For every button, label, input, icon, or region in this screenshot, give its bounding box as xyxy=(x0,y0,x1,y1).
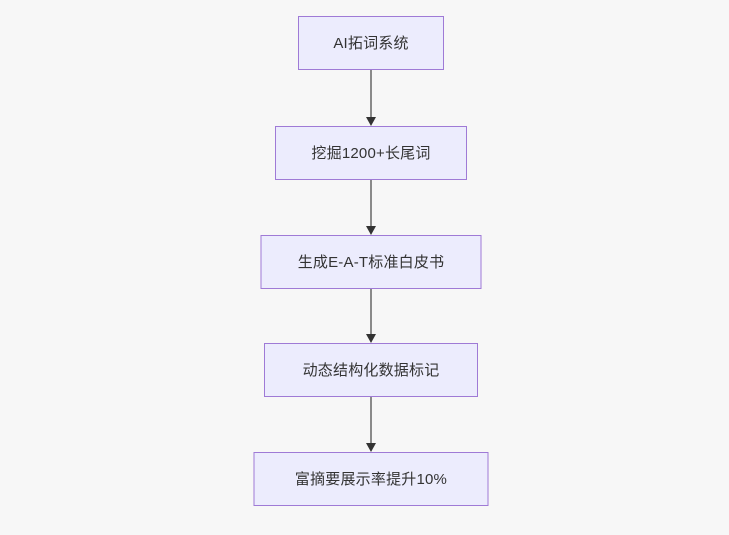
flow-connector-3 xyxy=(364,289,378,343)
connector-line xyxy=(370,70,372,118)
flow-node-ai-keyword-system[interactable]: AI拓词系统 xyxy=(298,16,444,70)
connector-line xyxy=(370,397,372,444)
flow-node-label: 富摘要展示率提升10% xyxy=(294,470,448,488)
connector-line xyxy=(370,180,372,227)
connector-line xyxy=(370,289,372,335)
flow-connector-1 xyxy=(364,70,378,126)
flow-node-structured-data-markup[interactable]: 动态结构化数据标记 xyxy=(264,343,478,397)
arrow-down-icon xyxy=(366,226,376,235)
arrow-down-icon xyxy=(366,117,376,126)
flow-node-label: AI拓词系统 xyxy=(333,34,409,52)
flow-node-eat-whitepaper[interactable]: 生成E-A-T标准白皮书 xyxy=(260,235,482,289)
arrow-down-icon xyxy=(366,443,376,452)
flow-node-label: 挖掘1200+长尾词 xyxy=(311,144,431,162)
flow-connector-4 xyxy=(364,397,378,452)
flow-node-rich-snippet-result[interactable]: 富摘要展示率提升10% xyxy=(253,452,489,506)
flow-node-label: 生成E-A-T标准白皮书 xyxy=(297,253,445,271)
flow-connector-2 xyxy=(364,180,378,235)
flow-node-longtail-keywords[interactable]: 挖掘1200+长尾词 xyxy=(275,126,467,180)
flow-node-label: 动态结构化数据标记 xyxy=(302,361,440,379)
arrow-down-icon xyxy=(366,334,376,343)
